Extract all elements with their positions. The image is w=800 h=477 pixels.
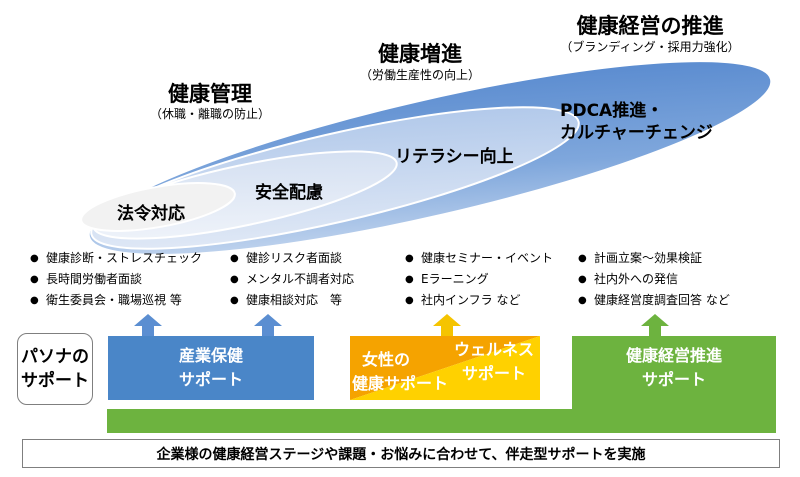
- wellness-support-text: ウェルネス サポート: [448, 338, 540, 386]
- ellipse-label-pdca-line1: PDCA推進・: [560, 101, 664, 121]
- wellness-triangle: [350, 336, 540, 400]
- industrial-health-line1: 産業保健: [178, 346, 243, 365]
- bullet-list-group-3: 健康セミナー・イベント Eラーニング 社内インフラ など: [405, 248, 553, 311]
- list-item: 計画立案～効果検証: [578, 248, 730, 269]
- womens-health-support-text: 女性の 健康サポート: [352, 348, 448, 396]
- up-arrow-icon: [641, 314, 669, 336]
- list-item: 健康相談対応 等: [230, 290, 354, 311]
- stage-title-health-management: 健康管理: [168, 82, 252, 106]
- pasona-support-label: パソナの サポート: [17, 333, 93, 405]
- bullet-list-group-1: 健康診断・ストレスチェック 長時間労働者面談 衛生委員会・職場巡視 等: [30, 248, 202, 311]
- wellness-line1: ウェルネス: [453, 340, 534, 359]
- list-item: 健康セミナー・イベント: [405, 248, 553, 269]
- footer-banner: 企業様の健康経営ステージや課題・お悩みに合わせて、伴走型サポートを実施: [22, 439, 780, 468]
- stage-subtitle-health-management: （休職・離職の防止）: [149, 107, 270, 121]
- promotion-line2: サポート: [641, 370, 706, 389]
- industrial-health-box-shape: [108, 336, 314, 400]
- green-base-step: [107, 336, 776, 433]
- wellness-line2: サポート: [461, 364, 526, 383]
- list-item: 社内外への発信: [578, 269, 730, 290]
- ellipse-label-safety-consideration: 安全配慮: [255, 183, 323, 203]
- list-item: メンタル不調者対応: [230, 269, 354, 290]
- footer-text: 企業様の健康経営ステージや課題・お悩みに合わせて、伴走型サポートを実施: [156, 446, 646, 463]
- stage-title-health-management-promotion: 健康経営の推進: [576, 14, 724, 38]
- industrial-health-support-box: 産業保健 サポート: [108, 344, 314, 392]
- list-item: 衛生委員会・職場巡視 等: [30, 290, 202, 311]
- up-arrow-icon: [254, 314, 282, 336]
- ellipse-label-literacy: リテラシー向上: [395, 147, 514, 167]
- list-item: 健康経営度調査回答 など: [578, 290, 730, 311]
- stage-subtitle-health-promotion: （労働生産性の向上）: [359, 68, 480, 82]
- ellipse-label-pdca-line2: カルチャーチェンジ: [560, 123, 713, 143]
- list-item: 健診リスク者面談: [230, 248, 354, 269]
- list-item: Eラーニング: [405, 269, 553, 290]
- womens-health-line2: 健康サポート: [352, 374, 449, 393]
- list-item: 健康診断・ストレスチェック: [30, 248, 202, 269]
- bullet-list-group-2: 健診リスク者面談 メンタル不調者対応 健康相談対応 等: [230, 248, 354, 311]
- ellipse-label-legal-compliance: 法令対応: [117, 204, 185, 224]
- up-arrow-icon: [433, 314, 461, 336]
- womens-health-line1: 女性の: [362, 350, 411, 369]
- ellipse-stage-1: [80, 182, 236, 232]
- up-arrow-icon: [134, 314, 162, 336]
- promotion-line1: 健康経営推進: [625, 346, 722, 365]
- list-item: 長時間労働者面談: [30, 269, 202, 290]
- health-management-promotion-support-box: 健康経営推進 サポート: [572, 344, 776, 392]
- industrial-health-line2: サポート: [178, 370, 243, 389]
- list-item: 社内インフラ など: [405, 290, 553, 311]
- pasona-support-line1: パソナの: [21, 347, 89, 367]
- bullet-list-group-4: 計画立案～効果検証 社内外への発信 健康経営度調査回答 など: [578, 248, 730, 311]
- stage-subtitle-health-management-promotion: （ブランディング・採用力強化）: [560, 40, 740, 54]
- pasona-support-line2: サポート: [21, 371, 89, 391]
- stage-title-health-promotion: 健康増進: [378, 42, 462, 66]
